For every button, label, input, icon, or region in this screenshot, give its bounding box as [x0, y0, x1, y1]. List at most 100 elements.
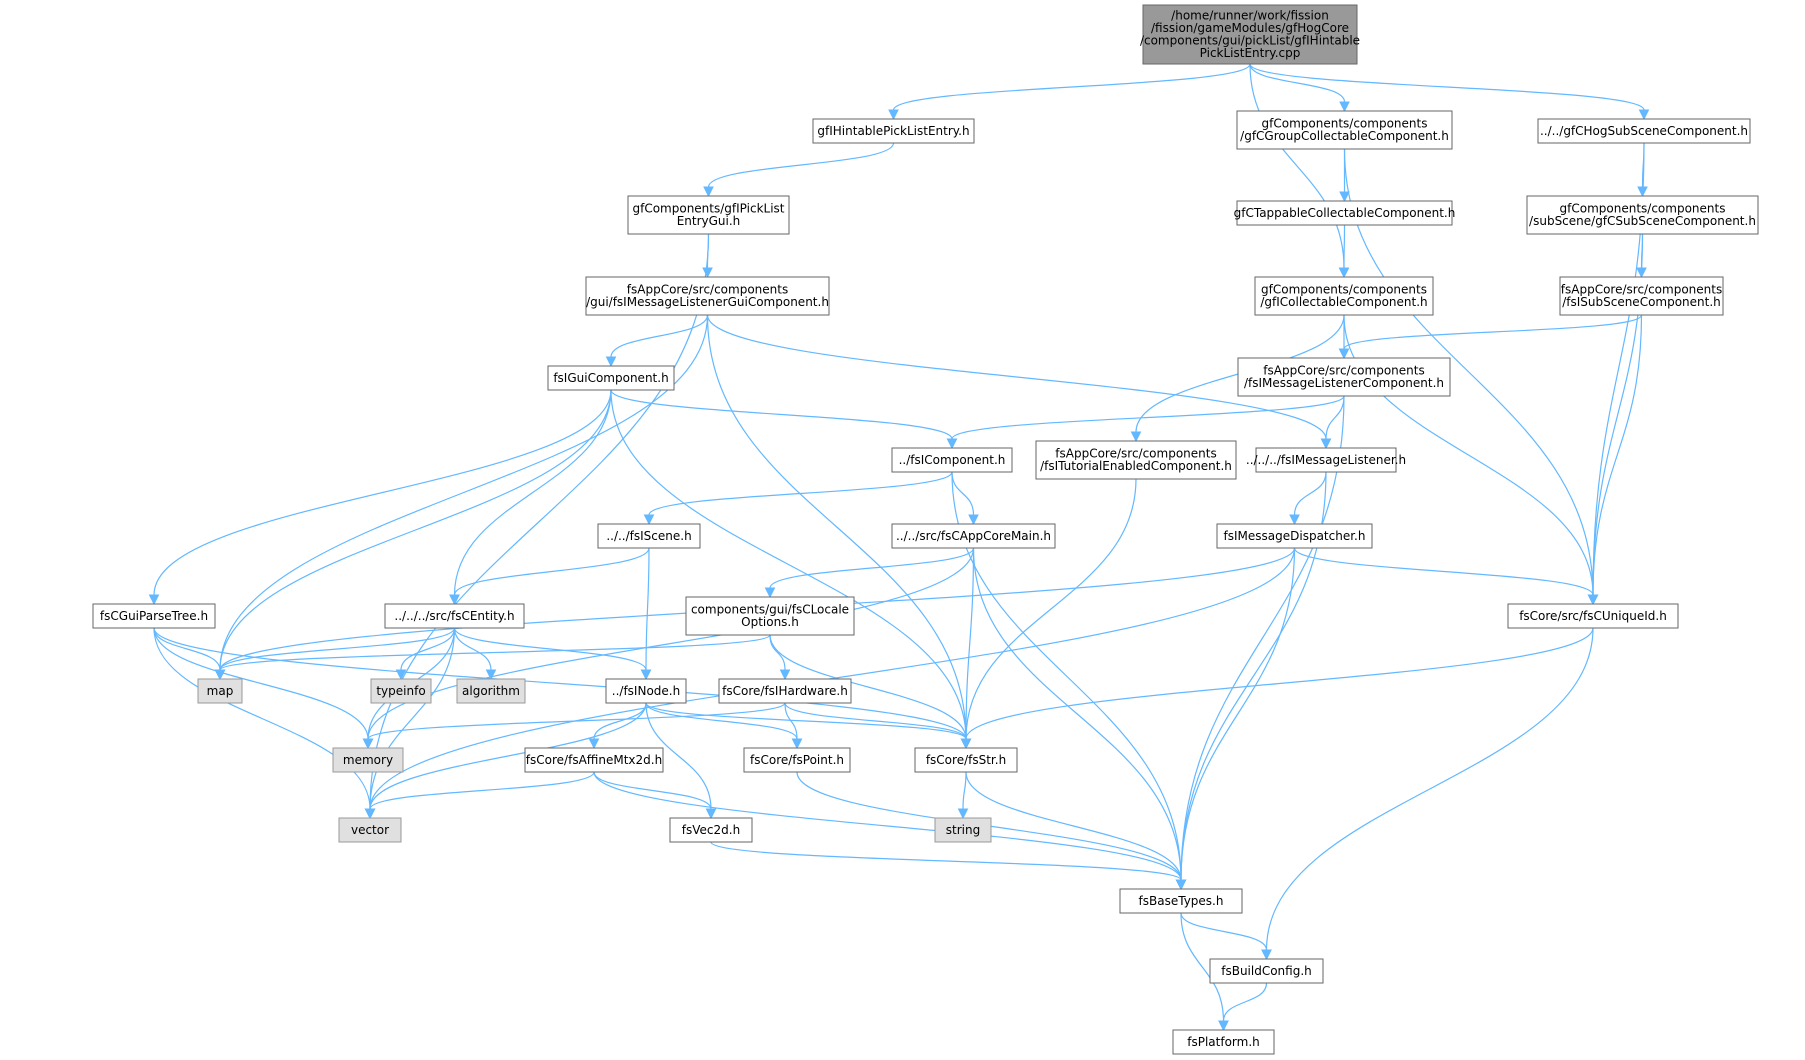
file-node-gfCHogSubScene[interactable]: ../../gfCHogSubSceneComponent.h — [1537, 118, 1751, 144]
file-node-fsBaseTypes[interactable]: fsBaseTypes.h — [1119, 888, 1243, 914]
arrowhead-icon — [1218, 1020, 1229, 1032]
edge-fsCEntity-to-algorithm — [453, 627, 497, 681]
file-node-fsCGuiParseTree[interactable]: fsCGuiParseTree.h — [92, 603, 216, 629]
edge-line — [153, 627, 967, 740]
file-node-fsStr[interactable]: fsCore/fsStr.h — [914, 747, 1018, 773]
node-label: memory — [343, 753, 393, 767]
arrowhead-icon — [888, 109, 899, 121]
file-node-fsCUniqueId[interactable]: fsCore/src/fsCUniqueId.h — [1507, 603, 1679, 629]
file-node-fsIMessageListener[interactable]: ../../../fsIMessageListener.h — [1246, 447, 1406, 473]
edge-root-to-gfCHogSubScene — [1249, 63, 1650, 121]
file-node-fsBuildConfig[interactable]: fsBuildConfig.h — [1209, 958, 1324, 984]
edge-fsISubScene-to-fsIMessageListenerComp — [1338, 314, 1643, 360]
node-box — [1255, 447, 1397, 473]
file-node-fsITutorial[interactable]: fsAppCore/src/components/fsITutorialEnab… — [1035, 440, 1237, 480]
node-label: /gfCGroupCollectableComponent.h — [1240, 129, 1449, 143]
file-node-fsCAppCoreMain[interactable]: ../../src/fsCAppCoreMain.h — [891, 523, 1056, 549]
edge-fsCUniqueId-to-fsBuildConfig — [1261, 627, 1594, 961]
edge-line — [453, 389, 612, 596]
file-node-fsCEntity[interactable]: ../../../src/fsCEntity.h — [384, 603, 525, 629]
edge-line — [769, 547, 975, 589]
system-header-node-algorithm: algorithm — [456, 678, 526, 704]
node-box — [669, 817, 753, 843]
file-node-gfIHintablePickListEntry[interactable]: gfIHintablePickListEntry.h — [812, 118, 975, 144]
edge-fsIMessageListener-to-fsIMessageDispatcher — [1289, 471, 1327, 526]
node-box — [332, 747, 404, 773]
edge-line — [1249, 63, 1346, 103]
file-node-fsIMessageListenerComp[interactable]: fsAppCore/src/components/fsIMessageListe… — [1237, 357, 1451, 397]
arrowhead-icon — [791, 738, 803, 750]
file-node-fsIComponent[interactable]: ../fsIComponent.h — [891, 447, 1013, 473]
node-label: string — [946, 823, 980, 837]
arrowhead-icon — [1130, 431, 1142, 443]
file-node-fsPlatform[interactable]: fsPlatform.h — [1172, 1029, 1275, 1055]
arrowhead-icon — [588, 738, 600, 750]
file-node-fsIScene[interactable]: ../../fsIScene.h — [597, 523, 701, 549]
arrowhead-icon — [1261, 949, 1272, 961]
edge-line — [645, 702, 712, 810]
arrowhead-icon — [485, 669, 497, 681]
arrowhead-icon — [1338, 348, 1350, 360]
system-header-node-memory: memory — [332, 747, 404, 773]
edge-line — [784, 702, 967, 740]
node-box — [627, 195, 790, 235]
file-node-gfCGroupCollectable[interactable]: gfComponents/components/gfCGroupCollecta… — [1236, 110, 1453, 150]
edge-fsIGuiComponent-to-map — [214, 389, 612, 681]
node-box — [1507, 603, 1679, 629]
edge-fsIMessageListenerGui-to-fsIGuiComponent — [605, 314, 709, 368]
file-node-fsIGuiComponent[interactable]: fsIGuiComponent.h — [547, 365, 675, 391]
edge-line — [453, 627, 492, 671]
edge-line — [610, 389, 953, 440]
node-label: /home/runner/work/fission — [1171, 9, 1329, 23]
file-node-fsIMessageListenerGui[interactable]: fsAppCore/src/components/gui/fsIMessageL… — [585, 276, 830, 316]
node-label: /gui/fsIMessageListenerGuiComponent.h — [586, 295, 829, 309]
node-label: components/gui/fsCLocale — [691, 603, 849, 617]
edge-line — [219, 627, 456, 671]
edge-gfIHintablePickListEntry-to-gfIPickListEntryGui — [703, 142, 895, 198]
file-node-gfCSubScene[interactable]: gfComponents/components/subScene/gfCSubS… — [1526, 195, 1759, 235]
edge-line — [1293, 547, 1594, 596]
edge-line — [453, 627, 647, 671]
node-label: gfComponents/components — [1560, 202, 1726, 216]
edge-fsCEntity-to-fsINode — [453, 627, 652, 681]
arrowhead-icon — [968, 514, 979, 526]
node-label: ../../../fsIMessageListener.h — [1246, 453, 1406, 467]
edge-line — [1180, 912, 1268, 951]
edge-line — [1249, 63, 1645, 111]
edge-line — [593, 702, 647, 740]
edge-line — [707, 142, 895, 188]
node-label: /fsITutorialEnabledComponent.h — [1040, 459, 1232, 473]
edge-line — [710, 841, 1182, 881]
edge-line — [219, 314, 709, 671]
arrowhead-icon — [703, 186, 714, 198]
node-box — [92, 603, 216, 629]
file-node-root[interactable]: /home/runner/work/fission/fission/gameMo… — [1140, 4, 1360, 65]
edge-line — [1180, 395, 1345, 881]
edge-fsIHardware-to-fsStr — [784, 702, 972, 750]
edge-line — [784, 702, 798, 740]
file-node-gfCTappable[interactable]: gfCTappableCollectableComponent.h — [1234, 200, 1456, 226]
file-node-fsAffineMtx2d[interactable]: fsCore/fsAffineMtx2d.h — [524, 747, 664, 773]
file-node-fsIHardware[interactable]: fsCore/fsIHardware.h — [718, 678, 852, 704]
file-node-fsIMessageDispatcher[interactable]: fsIMessageDispatcher.h — [1216, 523, 1373, 549]
node-box — [597, 523, 701, 549]
edge-fsIHardware-to-memory — [362, 702, 786, 750]
edge-fsAffineMtx2d-to-fsVec2d — [593, 771, 717, 820]
node-label: fsPlatform.h — [1187, 1035, 1260, 1049]
file-node-fsISubScene[interactable]: fsAppCore/src/components/fsISubSceneComp… — [1559, 276, 1724, 316]
file-node-fsINode[interactable]: ../fsINode.h — [605, 678, 687, 704]
node-box — [718, 678, 852, 704]
edge-fsCLocaleOptions-to-fsIHardware — [769, 634, 791, 681]
file-node-fsPoint[interactable]: fsCore/fsPoint.h — [743, 747, 851, 773]
node-label: ../fsINode.h — [612, 684, 680, 698]
node-label: fsAppCore/src/components — [1263, 364, 1424, 378]
arrowhead-icon — [1339, 101, 1350, 113]
edge-line — [706, 314, 967, 740]
arrowhead-icon — [214, 669, 226, 681]
edge-fsCAppCoreMain-to-memory — [362, 547, 975, 750]
file-node-fsVec2d[interactable]: fsVec2d.h — [669, 817, 753, 843]
file-node-gfICollectable[interactable]: gfComponents/components/gfICollectableCo… — [1254, 276, 1434, 316]
node-box — [524, 747, 664, 773]
